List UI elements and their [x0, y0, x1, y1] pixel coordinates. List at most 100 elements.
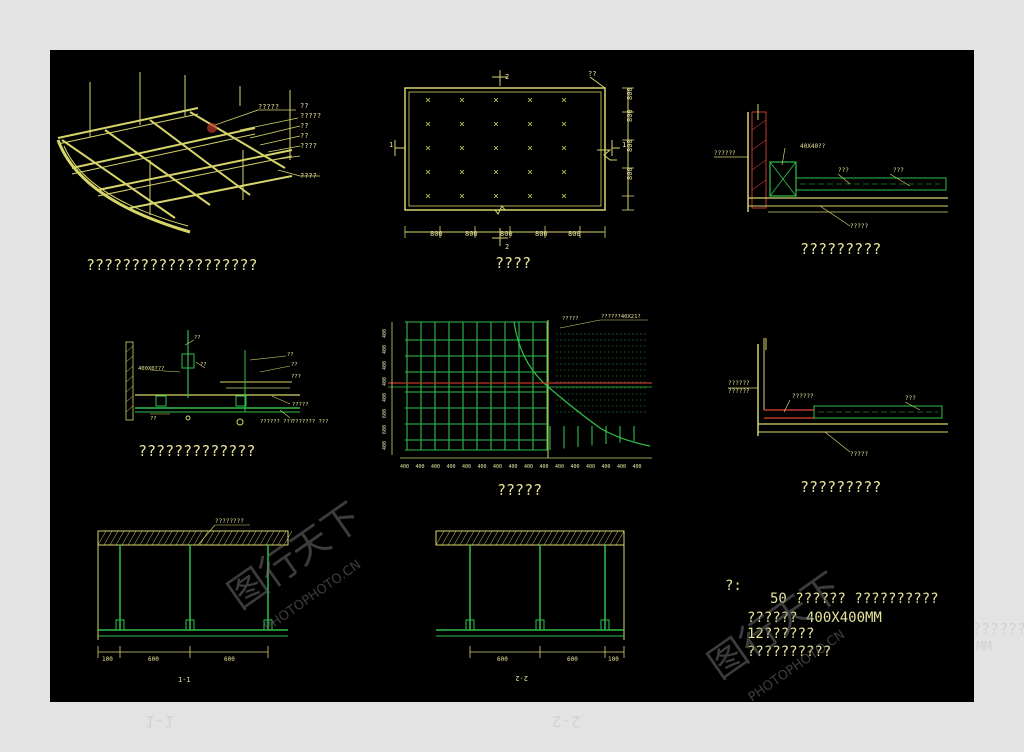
- grid-dim: 400: [478, 464, 487, 470]
- ghost-text-right: ??????: [972, 620, 1024, 638]
- notes-heading: ?:: [725, 578, 742, 594]
- title-wall-edge-top: ?????????: [800, 240, 881, 258]
- ceiling-axonometric: [56, 72, 320, 234]
- keel-label: ??: [194, 335, 201, 341]
- section-2-dim: 100: [608, 656, 619, 663]
- section-1-1: [97, 524, 293, 658]
- cad-drawing: ????? ?? ????? ?? ?? ???? ???? ?????????…: [56, 70, 948, 702]
- keel-label: ??: [150, 416, 157, 422]
- drawing-sheet: ????? ?? ????? ?? ?? ???? ???? ?????????…: [50, 50, 974, 702]
- grid-dim: 600: [382, 425, 388, 434]
- title-ceiling-plan: ????: [495, 254, 531, 272]
- notes-line: 50 ?????? ??????????: [770, 591, 939, 607]
- grid-dim: 400: [400, 464, 409, 470]
- grid-dim: 400: [540, 464, 549, 470]
- edge-bottom-label: ?????: [850, 451, 868, 458]
- title-ceiling-axonometric: ???????????????????: [86, 256, 258, 274]
- keel-label: ???: [291, 374, 301, 380]
- grid-dim: 400: [382, 345, 388, 354]
- grid-label: ??????40X21?: [601, 314, 641, 320]
- edge-bottom-label: ??????: [728, 388, 750, 395]
- grid-dim: 400: [382, 393, 388, 402]
- grid-dim: 400: [382, 361, 388, 370]
- grid-hatch: [556, 333, 648, 413]
- notes: ?: 50 ?????? ?????????? ?????? 400X400MM…: [725, 578, 939, 660]
- keel-label: ??: [200, 362, 207, 368]
- plan-dim: 800: [626, 87, 634, 100]
- grid-dim: 400: [524, 464, 533, 470]
- plan-dim: 800: [626, 139, 634, 152]
- grid-dim: 400: [617, 464, 626, 470]
- watermark: 图行天下 PHOTOPHOTO.CN 图行天下 PHOTOPHOTO.CN: [220, 494, 850, 702]
- highlight-dot: [207, 123, 217, 133]
- keel-label: ?????? ???: [260, 419, 293, 425]
- edge-bottom-label: ??????: [728, 380, 750, 387]
- grid-label: ?????: [562, 316, 579, 322]
- grid-dim: 400: [462, 464, 471, 470]
- grid-dim: 400: [447, 464, 456, 470]
- grid-plan: [388, 319, 652, 459]
- section-2-dim: 600: [567, 656, 578, 663]
- edge-top-label: 40X40??: [800, 143, 826, 150]
- edge-bottom-label: ??????: [792, 393, 814, 400]
- section-2-dim: 600: [497, 656, 508, 663]
- axon-label: ????: [300, 142, 317, 150]
- ceiling-plan: 2 2 1 1 ?? 800 800 800 800 800 800 800 8…: [389, 70, 634, 251]
- edge-bottom-label: ???: [905, 395, 916, 402]
- fixture-points: [425, 97, 567, 199]
- notes-line: 12??????: [747, 626, 814, 642]
- section-1-label: ????????: [215, 518, 244, 525]
- axon-label: ?????: [300, 112, 321, 120]
- plan-dim: 800: [430, 230, 443, 238]
- keel-label: ?????: [292, 402, 309, 408]
- plan-dim: 800: [535, 230, 548, 238]
- axon-label: ??: [300, 102, 308, 110]
- grid-dim: 400: [382, 329, 388, 338]
- grid-dim: 400: [416, 464, 425, 470]
- section-tag-left: 1: [389, 141, 393, 149]
- wall-edge-detail-top: [714, 104, 948, 227]
- keel-label: ??: [287, 352, 294, 358]
- axon-label: ?????: [258, 103, 279, 111]
- section-2-title: 2-2: [515, 674, 528, 682]
- grid-dim: 600: [382, 409, 388, 418]
- edge-top-label: ?????: [850, 223, 868, 230]
- plan-corner-label: ??: [588, 70, 596, 78]
- plan-dim: 800: [500, 230, 513, 238]
- ghost-label-left: 1-1: [145, 712, 174, 731]
- keel-label: ??: [291, 362, 298, 368]
- section-tag-top: 2: [505, 73, 509, 81]
- section-1-dim: 100: [102, 656, 113, 663]
- wall-edge-detail-bottom: [728, 338, 948, 453]
- edge-top-label: ???: [838, 167, 849, 174]
- title-wall-edge-bottom: ?????????: [800, 478, 881, 496]
- grid-dim: 400: [571, 464, 580, 470]
- axon-label: ??: [300, 122, 308, 130]
- grid-dim: 400: [633, 464, 642, 470]
- section-1-dim: 600: [224, 656, 235, 663]
- notes-line: ??????????: [747, 644, 831, 660]
- title-grid-plan: ?????: [497, 481, 542, 499]
- keel-label: 400X0???: [138, 366, 165, 372]
- grid-dim: 400: [602, 464, 611, 470]
- section-2-2: [435, 530, 625, 658]
- edge-top-label: ??????: [714, 150, 736, 157]
- grid-dim: 400: [493, 464, 502, 470]
- section-tag-right: 1: [622, 141, 626, 149]
- axon-label: ??: [300, 132, 308, 140]
- grid-dim: 400: [509, 464, 518, 470]
- title-keel-joint: ?????????????: [138, 442, 255, 460]
- keel-joint-detail: [125, 330, 300, 426]
- section-1-dim: 600: [148, 656, 159, 663]
- grid-dim: 400: [382, 441, 388, 450]
- section-1-title: 1-1: [178, 676, 191, 684]
- grid-dim: 400: [555, 464, 564, 470]
- ghost-text-right-2: MM: [976, 640, 992, 655]
- plan-dim: 800: [626, 109, 634, 122]
- plan-dim: 800: [465, 230, 478, 238]
- plan-dim: 800: [626, 167, 634, 180]
- grid-dim: 400: [586, 464, 595, 470]
- grid-dim: 400: [382, 377, 388, 386]
- notes-line: ?????? 400X400MM: [747, 610, 882, 626]
- section-tag-bottom: 2: [505, 243, 509, 251]
